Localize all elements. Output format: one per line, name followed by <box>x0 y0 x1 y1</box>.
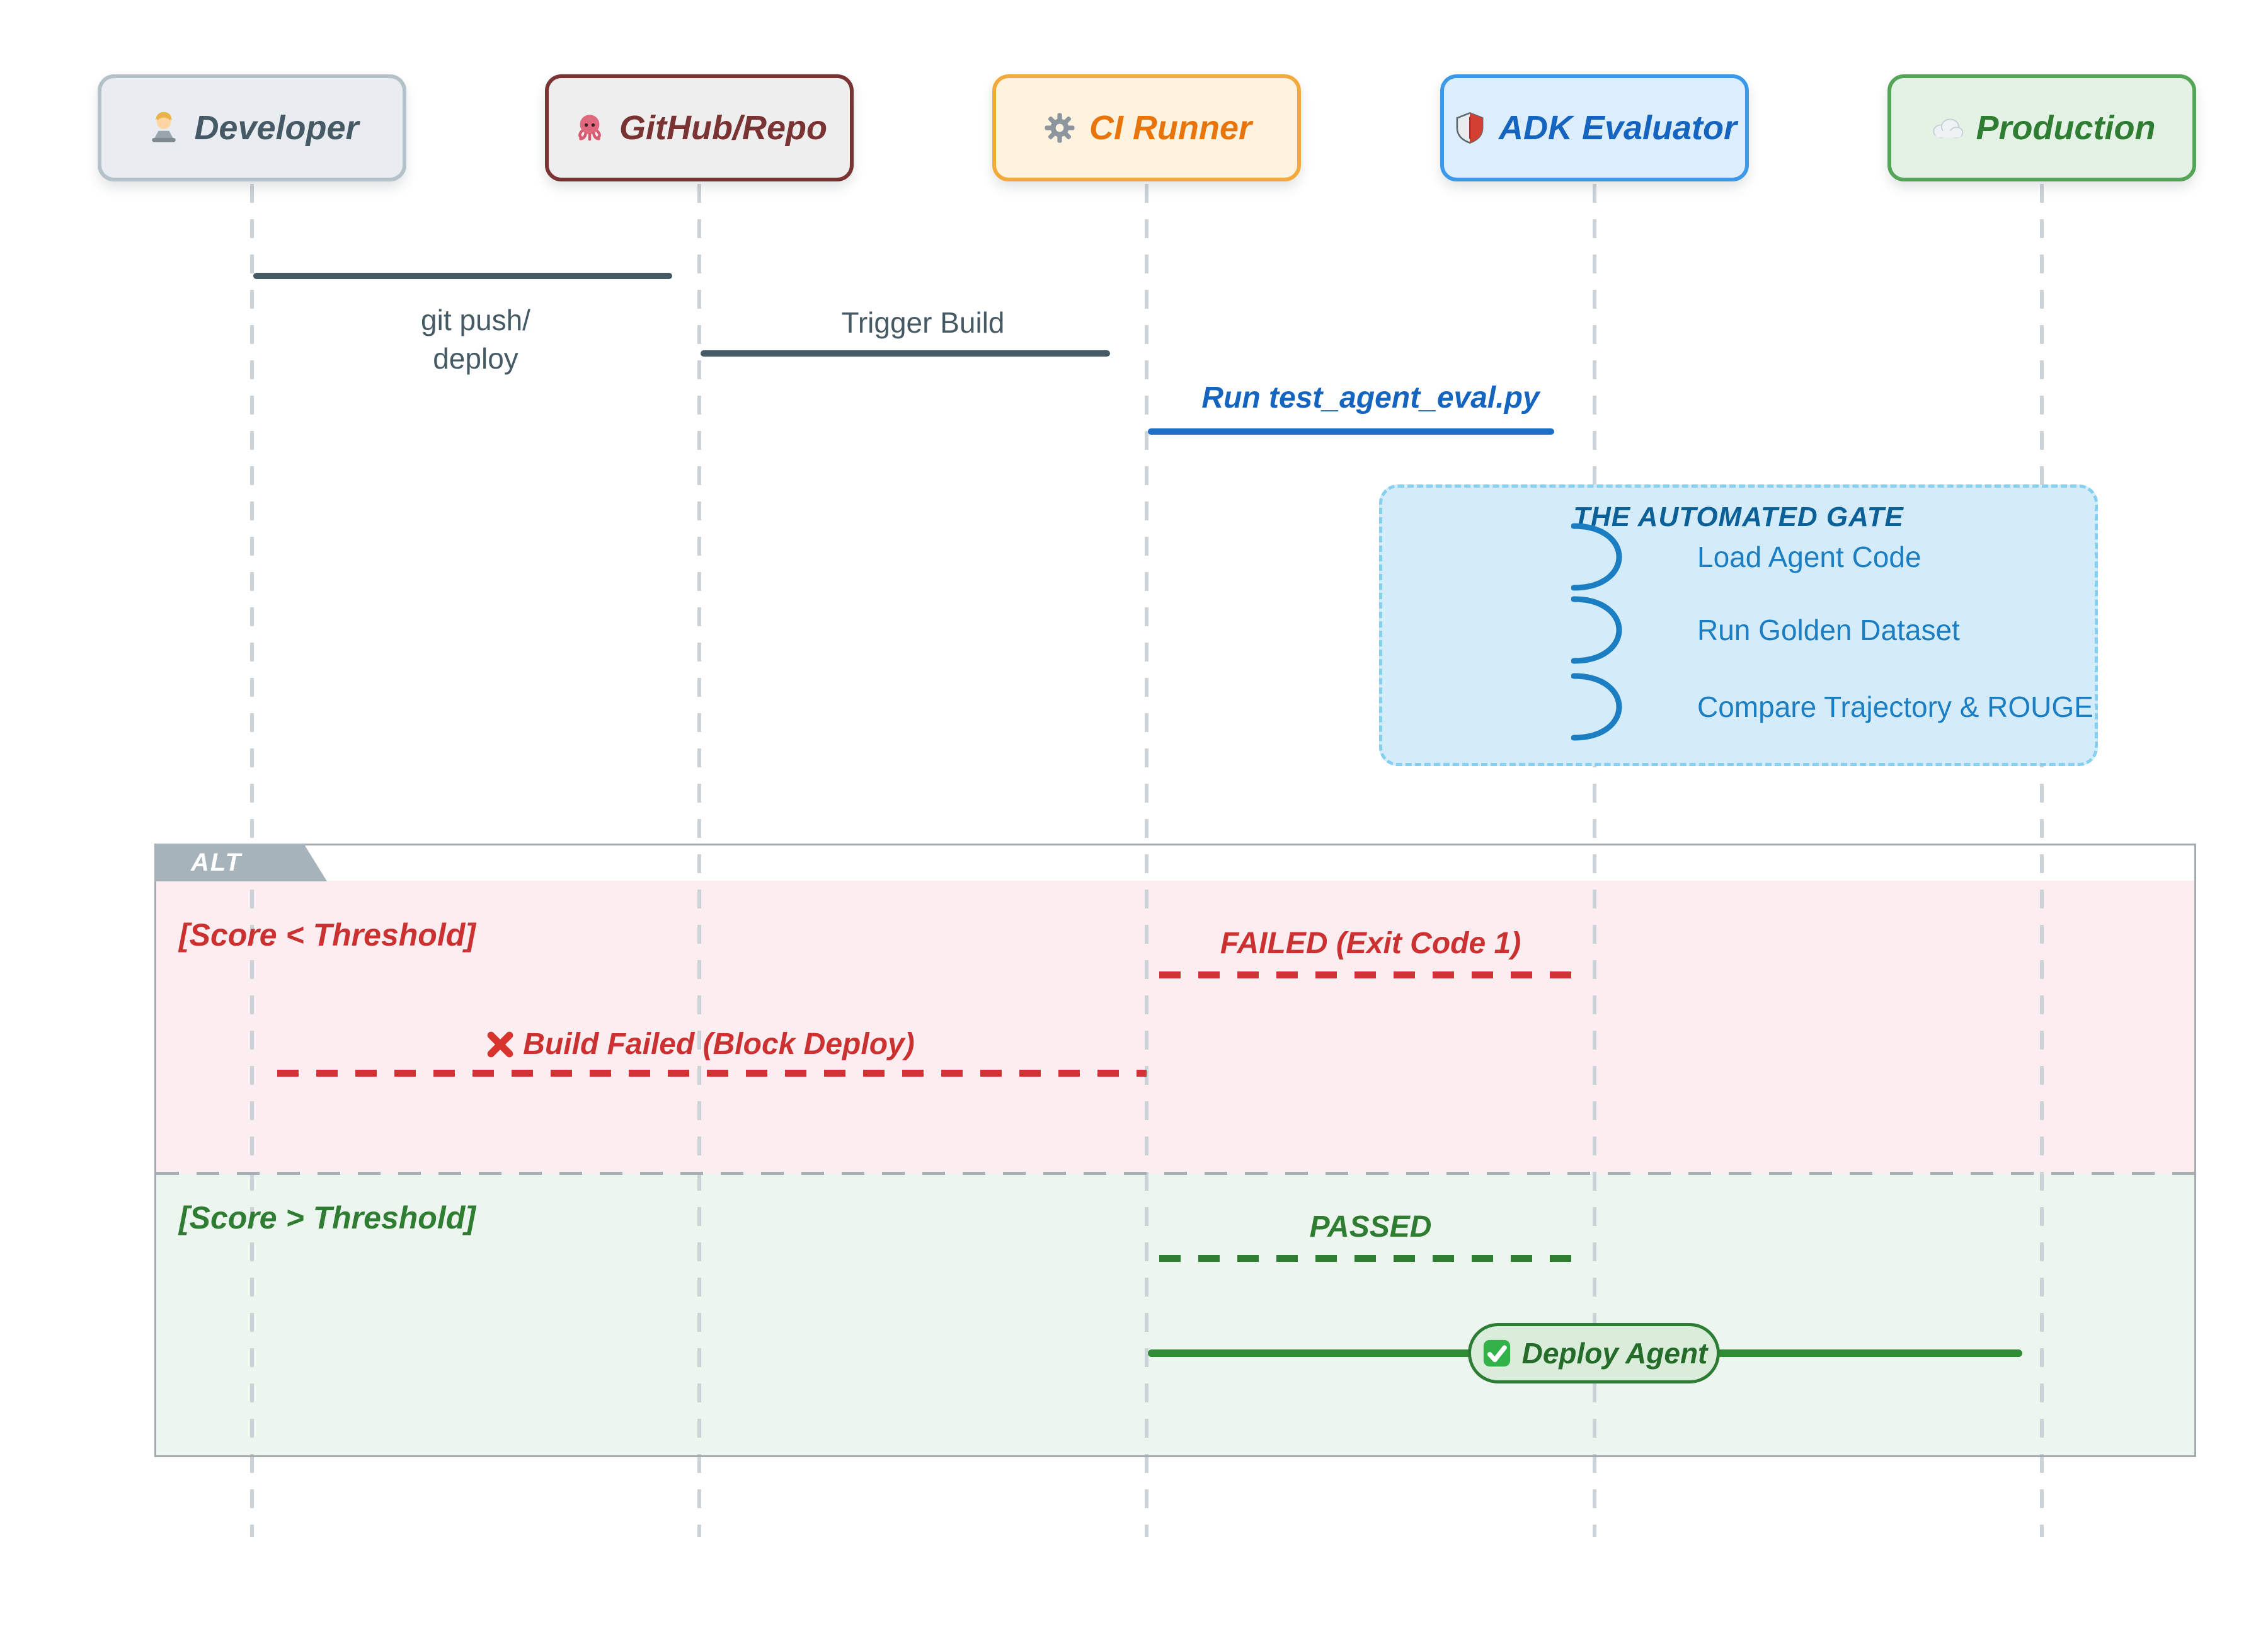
message-label-run-eval: Run test_agent_eval.py <box>1201 381 1540 415</box>
lifeline-adk <box>1593 184 1596 1537</box>
self-loop-arrow-icon <box>1571 523 1622 591</box>
actor-developer: Developer <box>98 74 406 181</box>
message-label-failed: FAILED (Exit Code 1) <box>1147 926 1595 961</box>
actor-github: GitHub/Repo <box>545 74 854 181</box>
shield-icon <box>1456 112 1484 144</box>
message-label-git-push: git push/ deploy <box>421 304 530 375</box>
gate-step-label: Compare Trajectory & ROUGE <box>1697 690 2093 723</box>
check-icon <box>1483 1339 1510 1367</box>
passed-text: PASSED <box>1309 1210 1432 1244</box>
alt-branch-passed-background <box>154 1174 2196 1457</box>
lifeline-production <box>2040 184 2044 1537</box>
failed-text: FAILED (Exit Code 1) <box>1220 927 1521 960</box>
message-line-passed <box>1159 1255 1581 1262</box>
alt-label: ALT <box>191 848 242 876</box>
actor-adk-evaluator: ADK Evaluator <box>1440 74 1749 181</box>
actor-label-github: GitHub/Repo <box>619 109 827 147</box>
x-icon <box>487 1031 513 1057</box>
alt-branch-divider <box>156 1172 2194 1175</box>
alt-branch-failed-background <box>154 881 2196 1174</box>
gate-title: THE AUTOMATED GATE <box>1573 501 1904 532</box>
message-label-trigger-build: Trigger Build <box>841 306 1005 339</box>
gate-step-row: Load Agent Code <box>1571 520 1922 593</box>
automated-gate-note: THE AUTOMATED GATE Load Agent Code Run G… <box>1379 484 2098 766</box>
gate-step-row: Run Golden Dataset <box>1571 593 1960 667</box>
gate-step-row: Compare Trajectory & ROUGE <box>1571 670 2093 743</box>
build-failed-text: Build Failed (Block Deploy) <box>523 1028 915 1061</box>
self-loop-arrow-icon <box>1571 596 1622 664</box>
actor-label-developer: Developer <box>194 109 359 147</box>
alt-tab: ALT <box>154 844 327 881</box>
self-loop-arrow-icon <box>1571 673 1622 741</box>
actor-label-adk-evaluator: ADK Evaluator <box>1498 109 1738 147</box>
message-line-failed <box>1159 971 1581 978</box>
message-line-git-push <box>253 273 672 279</box>
lifeline-ci <box>1145 184 1148 1537</box>
actor-production: Production <box>1887 74 2196 181</box>
gear-icon <box>1045 113 1075 143</box>
lifeline-github <box>697 184 701 1537</box>
actor-label-production: Production <box>1976 109 2156 147</box>
message-line-trigger-build <box>701 350 1110 357</box>
condition-score-above-threshold: [Score > Threshold] <box>179 1200 476 1235</box>
message-line-build-failed <box>277 1070 1147 1077</box>
octopus-icon <box>578 115 601 141</box>
condition-score-below-threshold: [Score < Threshold] <box>179 917 476 953</box>
cloud-icon <box>1932 118 1963 139</box>
gate-step-label: Load Agent Code <box>1697 541 1922 573</box>
actor-ci-runner: CI Runner <box>992 74 1301 181</box>
actor-label-ci-runner: CI Runner <box>1089 109 1252 147</box>
developer-icon <box>152 112 176 142</box>
deploy-agent-pill: Deploy Agent <box>1468 1323 1720 1383</box>
deploy-agent-text: Deploy Agent <box>1521 1337 1708 1370</box>
message-label-build-failed: Build Failed (Block Deploy) <box>252 1027 1147 1062</box>
gate-step-label: Run Golden Dataset <box>1697 614 1960 646</box>
message-label-passed: PASSED <box>1147 1210 1595 1244</box>
message-line-run-eval <box>1148 428 1554 435</box>
